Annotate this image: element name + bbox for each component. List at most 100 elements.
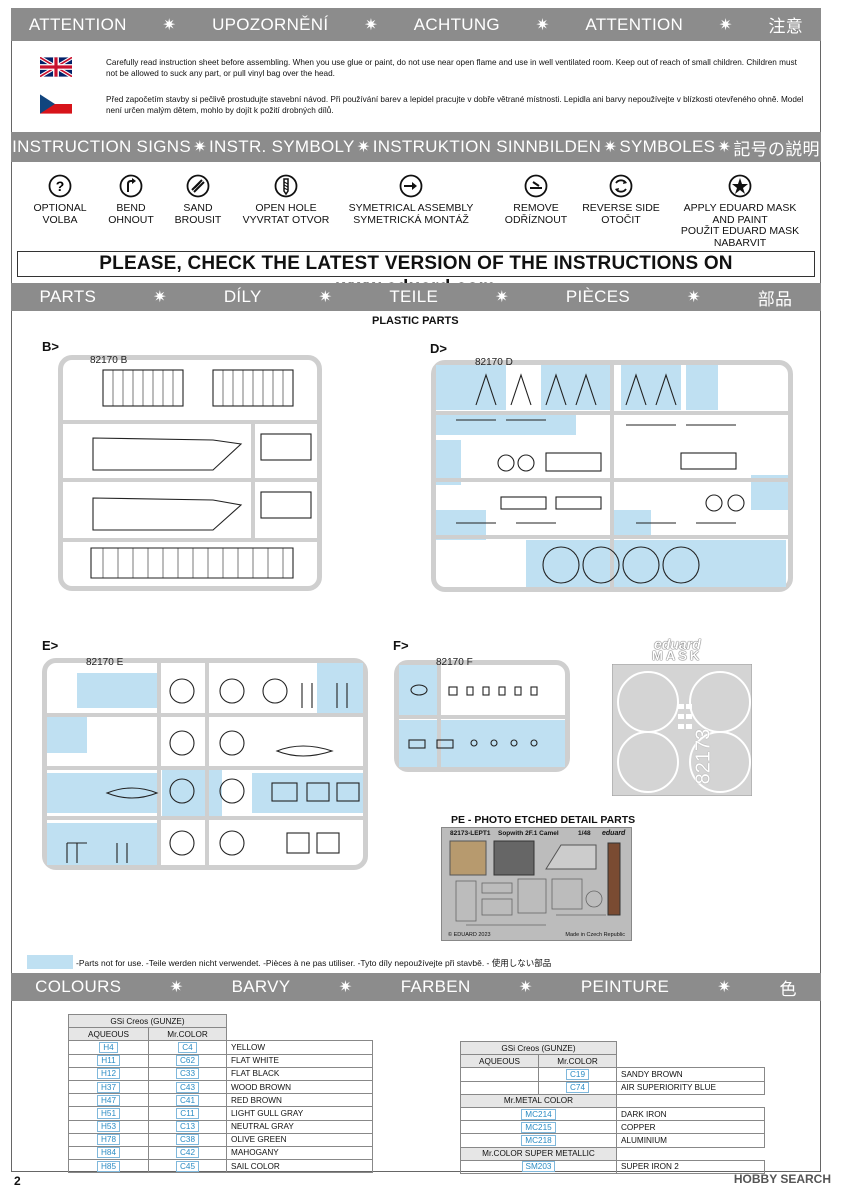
parts-bar: PARTS✷ DÍLY✷ TEILE✷ PIÈCES✷ 部品 [11,283,821,311]
warning-cz: Před započetím stavby si pečlivě prostud… [106,95,804,115]
color-name: WOOD BROWN [226,1079,373,1095]
symmetry-icon [399,174,423,198]
signs-en: INSTRUCTION SIGNS [12,137,191,156]
plastic-parts-title: PLASTIC PARTS [372,315,459,327]
metal-color-header: Mr.METAL COLOR [460,1093,617,1108]
sprue-e-label: E> [42,638,59,653]
color-name: COPPER [616,1120,765,1135]
attention-de: ACHTUNG [413,14,500,34]
color-name: NEUTRAL GRAY [226,1119,373,1134]
sprue-f [394,660,570,772]
mr-color-code: C33 [148,1066,227,1081]
colours-fr: PEINTURE [580,977,670,996]
metal-code: MC214 [460,1106,617,1122]
sprue-f-code: 82170 F [436,657,473,668]
metal-code: MC215 [460,1120,617,1135]
pe-title: PE - PHOTO ETCHED DETAIL PARTS [451,814,636,826]
star-mask-icon [728,174,752,198]
page-number: 2 [14,1174,21,1188]
color-name: MAHOGANY [226,1145,373,1161]
mr-color-code: C62 [148,1053,227,1068]
sprue-e-code: 82170 E [86,657,124,668]
color-name: YELLOW [226,1040,373,1055]
mr-color-header: Mr.COLOR [148,1027,227,1042]
colours-de: FARBEN [400,977,471,996]
color-name: ALUMINIUM [616,1133,765,1148]
colours-jp: 色 [779,979,797,999]
svg-text:?: ? [56,178,65,194]
aqueous-code: H12 [68,1066,149,1081]
mr-color-code: C42 [148,1145,227,1161]
color-brand-right: GSi Creos (GUNZE) [460,1040,617,1056]
pe-fret-code: 82173-LEPT1 [450,830,491,837]
mr-color-code: C43 [148,1079,227,1095]
aqueous-code: H78 [68,1132,149,1147]
sand-icon [186,174,210,198]
mr-color-code: C19 [538,1067,617,1082]
sprue-d [431,360,793,592]
aqueous-code: H53 [68,1119,149,1134]
color-name: RED BROWN [226,1093,373,1108]
super-metallic-header: Mr.COLOR SUPER METALLIC [460,1146,617,1161]
parts-cz: DÍLY [223,287,262,306]
aqueous-header: AQUEOUS [68,1027,149,1042]
colours-bar: COLOURS✷ BARVY✷ FARBEN✷ PEINTURE✷ 色 [11,973,821,1001]
signs-cz: INSTR. SYMBOLY [209,137,355,156]
aqueous-code: H47 [68,1093,149,1108]
sprue-b-parts [63,369,317,579]
pe-fret-name: Sopwith 2F.1 Camel [498,830,559,837]
parts-de: TEILE [389,287,439,306]
attention-en: ATTENTION [28,14,127,34]
color-name: FLAT BLACK [226,1066,373,1081]
aqueous-code: H84 [68,1145,149,1161]
check-latest-version-banner: PLEASE, CHECK THE LATEST VERSION OF THE … [17,251,815,298]
mr-color-header-right: Mr.COLOR [538,1054,617,1069]
sprue-f-label: F> [393,638,409,653]
bend-icon [119,174,143,198]
parts-fr: PIÈCES [565,287,630,306]
mask-title: MASK [652,648,703,663]
attention-cz: UPOZORNĚNÍ [212,14,329,34]
pe-copyright: © EDUARD 2023 [448,932,491,938]
metal-code: MC218 [460,1133,617,1148]
parts-en: PARTS [39,287,97,306]
aqueous-code [460,1067,539,1082]
mask-brand: eduard [654,636,701,652]
aqueous-header-right: AQUEOUS [460,1054,539,1069]
colours-cz: BARVY [231,977,291,996]
pe-parts [449,840,621,926]
mr-color-code: C74 [538,1080,617,1095]
attention-bar: ATTENTION✷ UPOZORNĚNÍ✷ ACHTUNG✷ ATTENTIO… [11,8,821,41]
signs-bar: INSTRUCTION SIGNS✷ INSTR. SYMBOLY✷ INSTR… [11,132,821,162]
unused-parts-swatch [27,955,73,969]
pe-fret: 82173-LEPT1 Sopwith 2F.1 Camel 1/48 edua… [441,827,632,941]
pe-brand: eduard [602,830,626,837]
color-name: LIGHT GULL GRAY [226,1106,373,1121]
attention-fr: ATTENTION [585,14,684,34]
pe-made-in: Made in Czech Republic [565,932,625,938]
signs-jp: 記号の説明 [733,139,820,159]
sprue-e-parts [47,663,363,865]
color-name: DARK IRON [616,1106,765,1122]
unused-parts-legend: -Parts not for use. -Teile werden nicht … [76,958,552,968]
uk-flag-icon [40,57,72,77]
reverse-icon [609,174,633,198]
sprue-f-parts [399,665,565,767]
color-name: SANDY BROWN [616,1067,765,1082]
